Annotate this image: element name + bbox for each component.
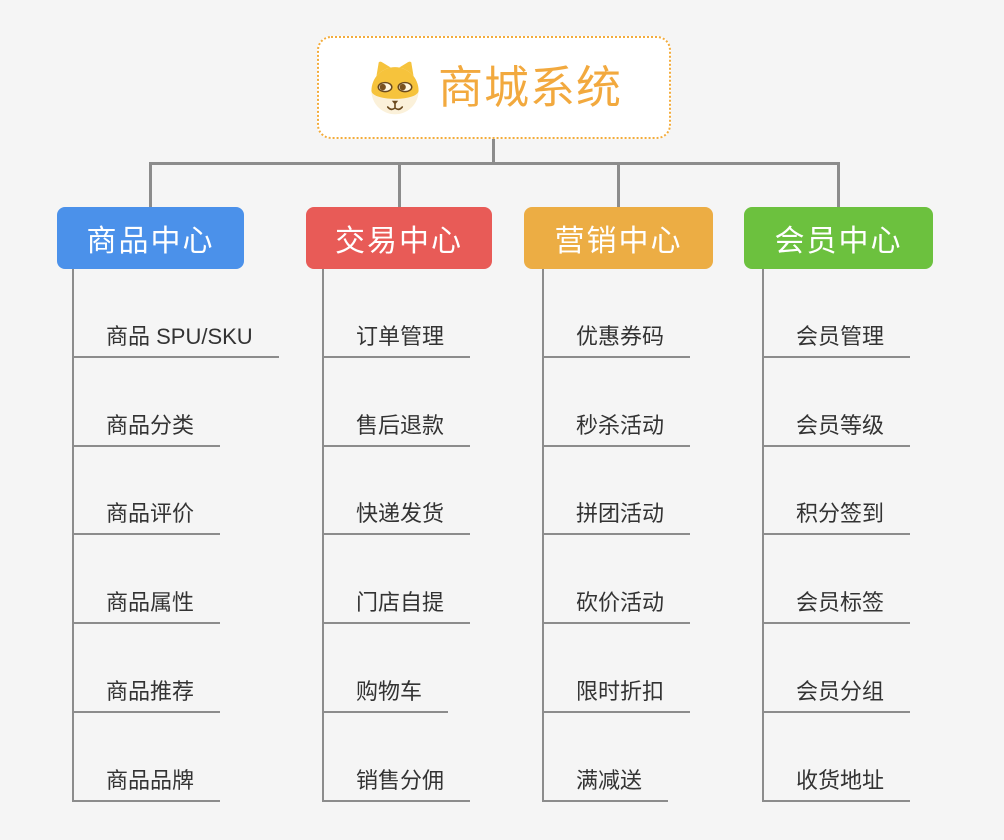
leaf-topic[interactable]: 会员分组	[762, 677, 911, 713]
root-title: 商城系统	[437, 62, 622, 113]
leaf-topic[interactable]: 会员等级	[762, 411, 911, 447]
branch-rail-line	[149, 162, 840, 165]
drop-line-member	[837, 162, 840, 208]
leaf-topic[interactable]: 秒杀活动	[542, 411, 691, 447]
branch-label: 营销中心	[554, 225, 683, 258]
leaf-topic[interactable]: 销售分佣	[322, 766, 471, 802]
branch-marketing-center[interactable]: 营销中心	[524, 207, 713, 269]
drop-line-trade	[398, 162, 401, 208]
leaf-topic[interactable]: 会员标签	[762, 588, 911, 624]
leaf-topic[interactable]: 限时折扣	[542, 677, 691, 713]
branch-label: 商品中心	[86, 225, 215, 258]
leaf-topic[interactable]: 商品分类	[72, 411, 221, 447]
drop-line-marketing	[617, 162, 620, 208]
leaf-topic[interactable]: 满减送	[542, 766, 669, 802]
leaf-topic[interactable]: 订单管理	[322, 322, 471, 358]
root-node[interactable]: 商城系统	[317, 36, 671, 139]
branch-product-center[interactable]: 商品中心	[57, 207, 244, 269]
leaf-topic[interactable]: 购物车	[322, 677, 449, 713]
branch-label: 交易中心	[335, 225, 463, 258]
root-stem-line	[492, 139, 495, 165]
leaf-topic[interactable]: 快递发货	[322, 499, 471, 535]
leaf-topic[interactable]: 优惠券码	[542, 322, 691, 358]
leaf-topic[interactable]: 售后退款	[322, 411, 471, 447]
leaf-topic[interactable]: 收货地址	[762, 766, 911, 802]
leaf-topic[interactable]: 商品 SPU/SKU	[72, 322, 279, 358]
leaf-topic[interactable]: 商品评价	[72, 499, 221, 535]
leaf-topic[interactable]: 商品品牌	[72, 766, 221, 802]
leaf-topic[interactable]: 拼团活动	[542, 499, 691, 535]
drop-line-product	[149, 162, 152, 208]
leaf-topic[interactable]: 砍价活动	[542, 588, 691, 624]
branch-member-center[interactable]: 会员中心	[744, 207, 933, 269]
leaf-topic[interactable]: 商品属性	[72, 588, 221, 624]
leaf-topic[interactable]: 积分签到	[762, 499, 911, 535]
dog-face-icon	[371, 61, 419, 114]
branch-label: 会员中心	[774, 225, 903, 258]
leaf-topic[interactable]: 商品推荐	[72, 677, 221, 713]
leaf-topic[interactable]: 会员管理	[762, 322, 911, 358]
branch-trade-center[interactable]: 交易中心	[306, 207, 492, 269]
leaf-topic[interactable]: 门店自提	[322, 588, 471, 624]
